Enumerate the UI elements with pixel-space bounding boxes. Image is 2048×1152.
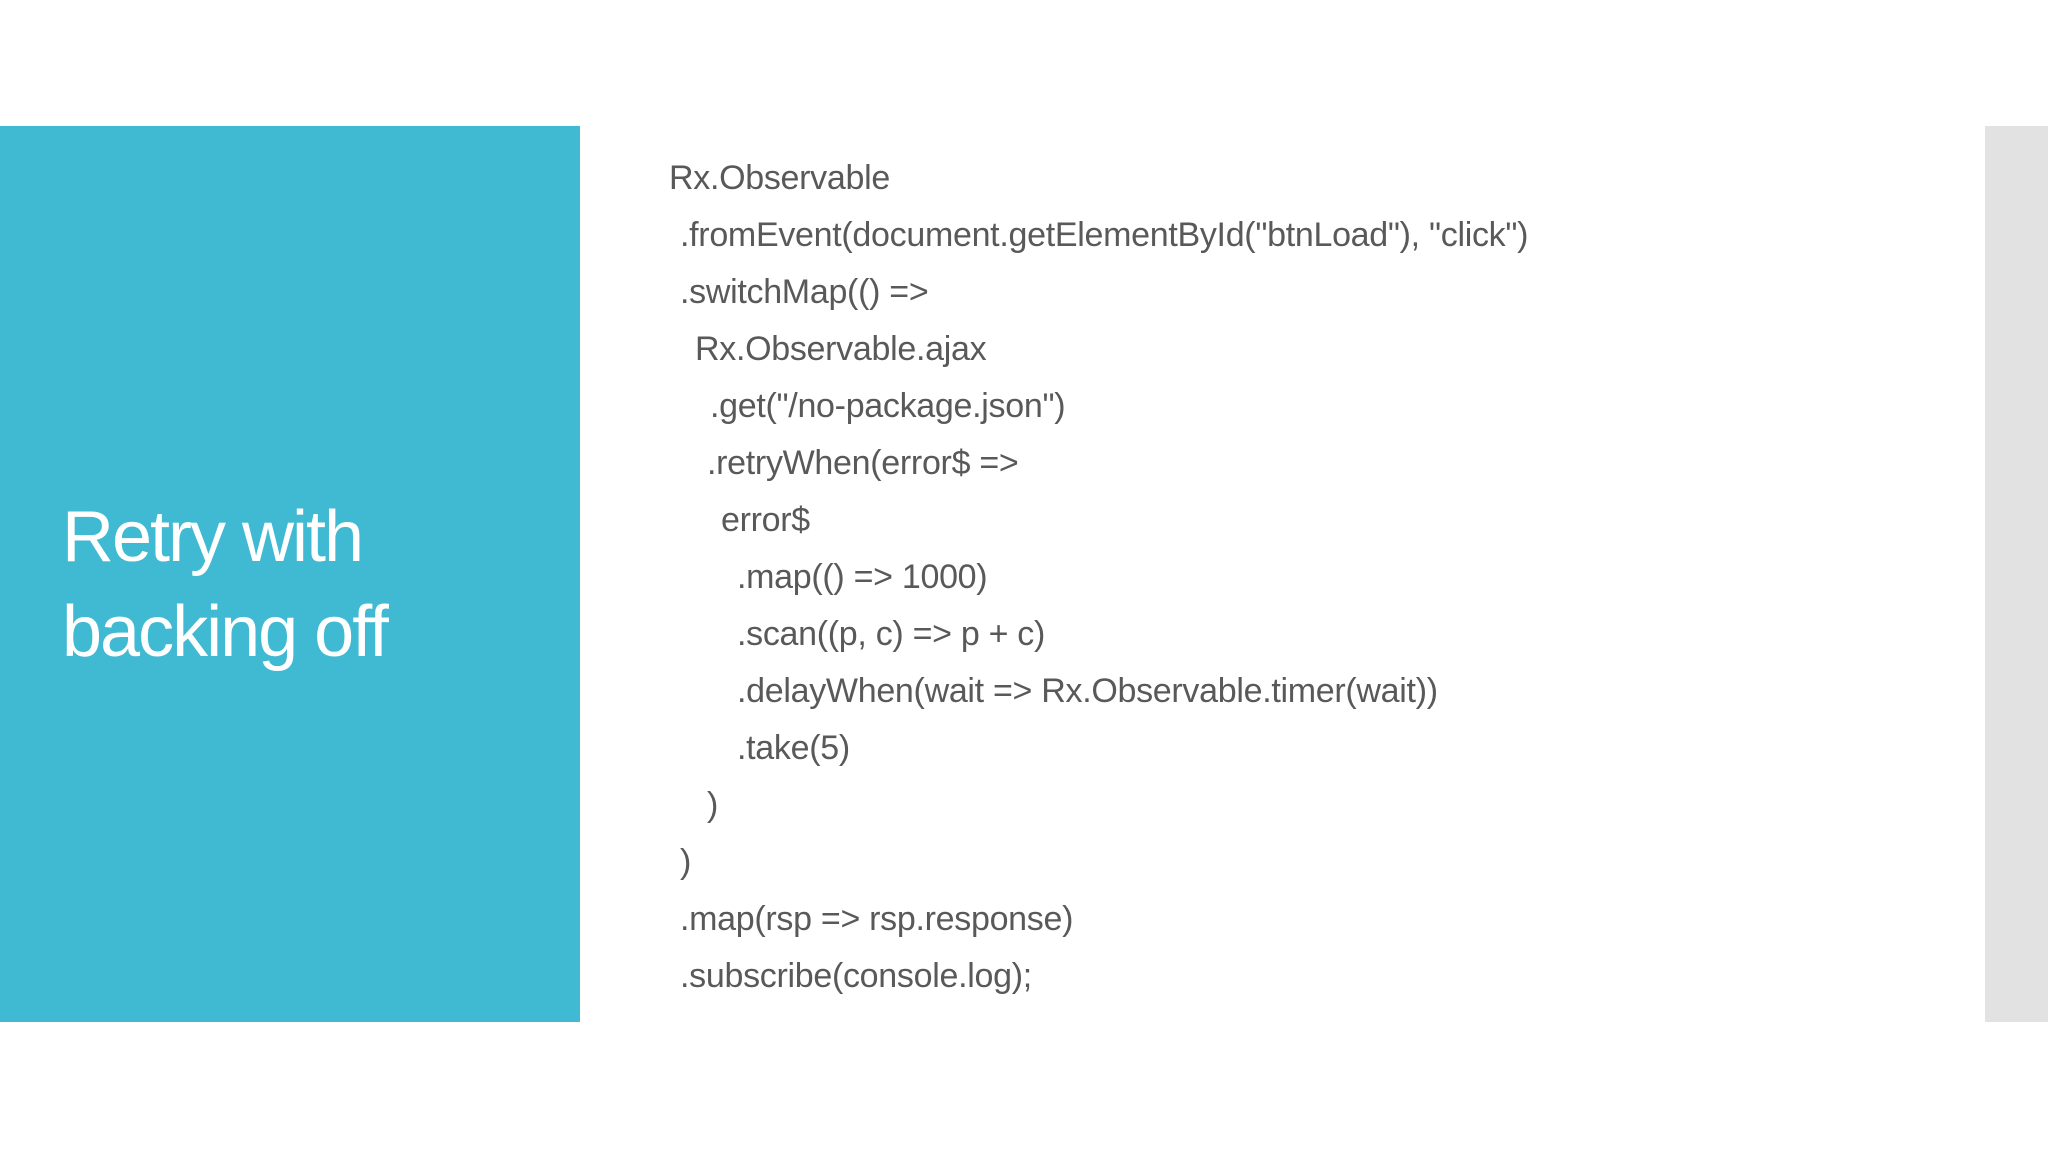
code-line: .retryWhen(error$ => xyxy=(707,444,1019,482)
code-line: .map(rsp => rsp.response) xyxy=(680,900,1074,938)
code-line: .switchMap(() => xyxy=(680,273,929,311)
code-block: Rx.Observable .fromEvent(document.getElem… xyxy=(669,150,1528,1005)
slide-title-line-2: backing off xyxy=(62,592,389,672)
slide-title-line-1: Retry with xyxy=(62,497,364,577)
code-line: Rx.Observable xyxy=(669,159,890,197)
code-line: ) xyxy=(680,843,692,881)
code-line: error$ xyxy=(721,501,810,539)
title-accent-panel: Retry with backing off xyxy=(0,126,580,1022)
slide-title: Retry with backing off xyxy=(62,490,389,680)
code-line: .scan((p, c) => p + c) xyxy=(737,615,1046,653)
code-line: ) xyxy=(707,786,719,824)
code-line: Rx.Observable.ajax xyxy=(695,330,987,368)
code-line: .subscribe(console.log); xyxy=(680,957,1032,995)
right-edge-bar xyxy=(1985,126,2048,1022)
code-line: .get("/no-package.json") xyxy=(710,387,1066,425)
code-line: .fromEvent(document.getElementById("btnL… xyxy=(680,216,1529,254)
code-line: .map(() => 1000) xyxy=(737,558,988,596)
code-line: .delayWhen(wait => Rx.Observable.timer(w… xyxy=(737,672,1438,710)
code-line: .take(5) xyxy=(737,729,850,767)
